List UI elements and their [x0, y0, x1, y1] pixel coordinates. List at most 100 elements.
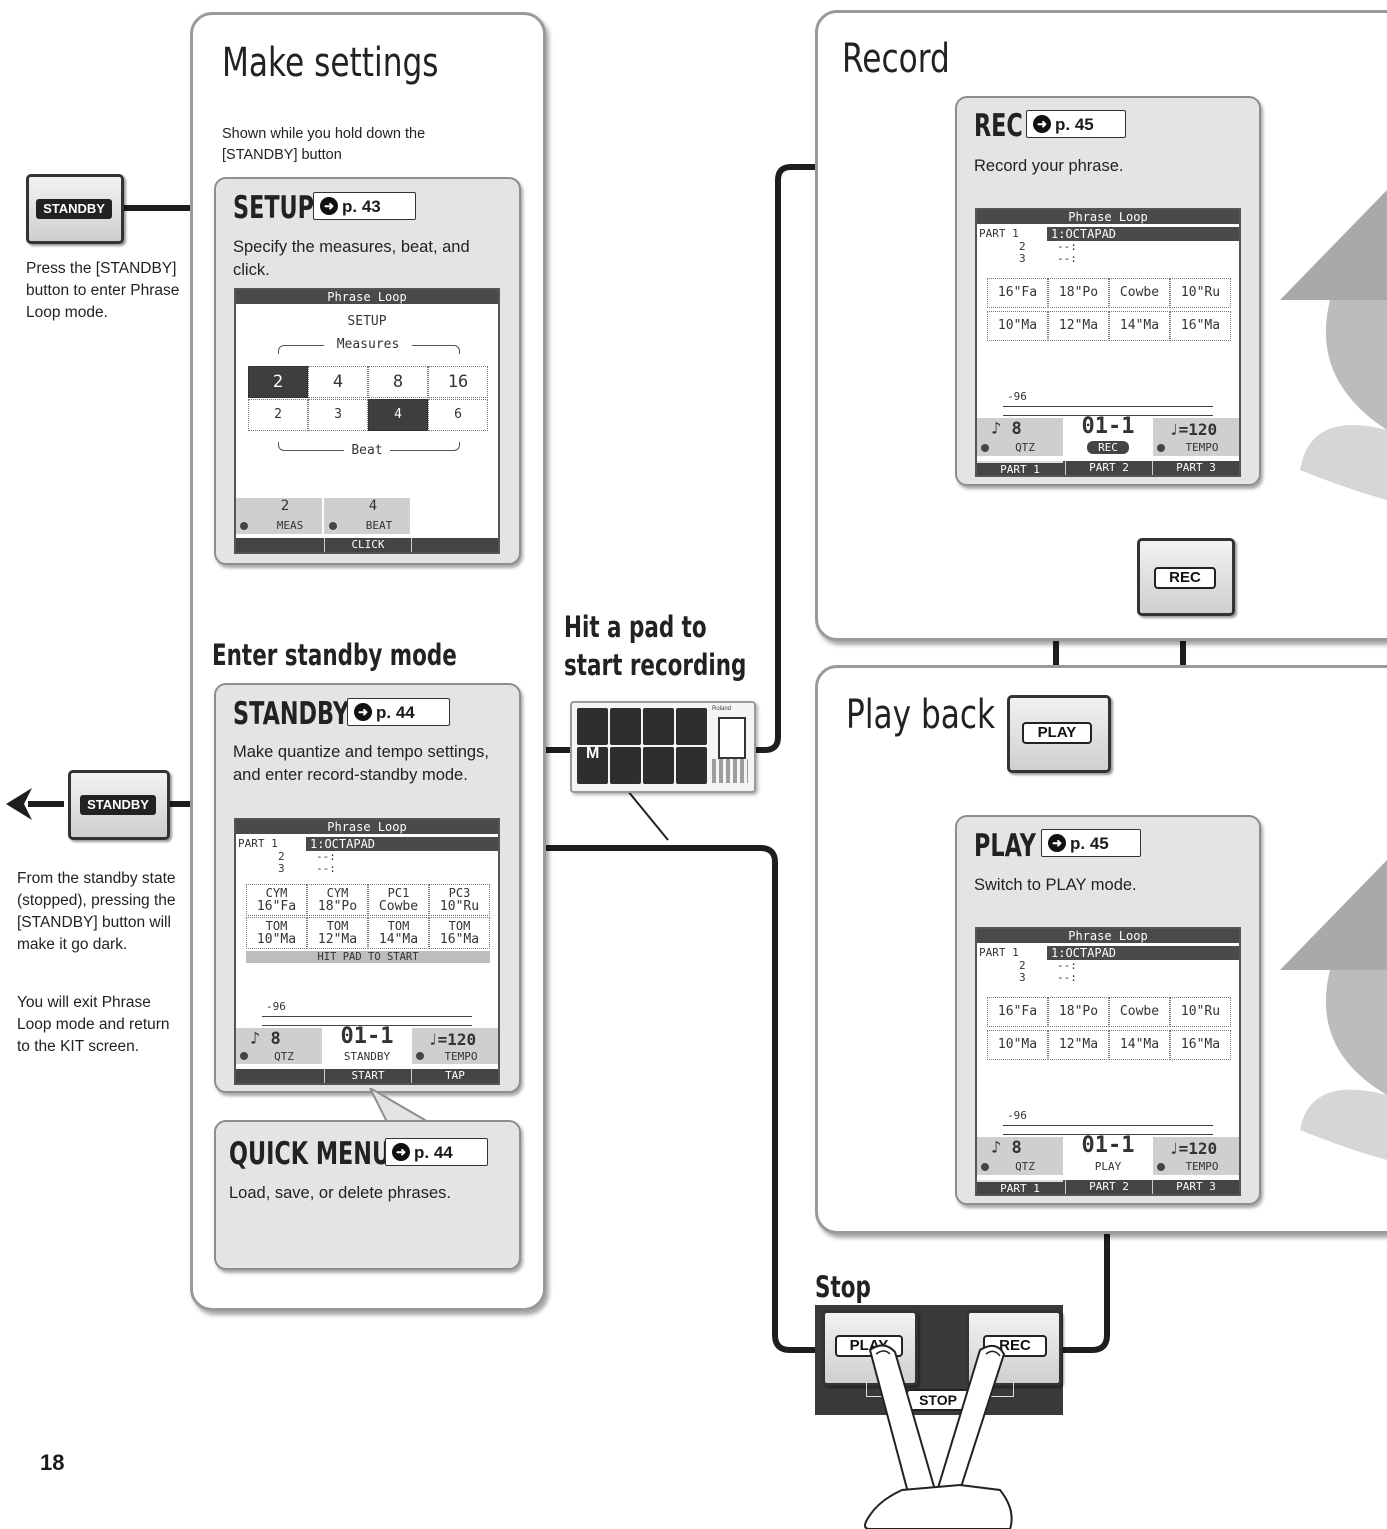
tempo-knob: [412, 1028, 498, 1064]
beat-4[interactable]: 4: [368, 399, 428, 431]
qtz-value: ♪ 8: [991, 419, 1022, 439]
meas-knob: [236, 498, 322, 534]
play-page-ref[interactable]: ➜p. 45: [1041, 829, 1141, 857]
part1-value: 1:OCTAPAD: [306, 837, 498, 851]
pad-1: 16"Fa: [987, 997, 1048, 1027]
qtz-knob: [977, 418, 1063, 456]
knob-dot-icon: [981, 444, 989, 452]
quick-menu-page-ref[interactable]: ➜p. 44: [385, 1138, 488, 1166]
tempo-value: ♩=120: [428, 1030, 477, 1049]
screen-header: Phrase Loop: [236, 820, 498, 834]
part2-label: 2: [1019, 240, 1026, 253]
beat-2[interactable]: 2: [248, 399, 308, 431]
pad-3: Cowbe: [1109, 278, 1170, 308]
volume-value: -96: [266, 1000, 286, 1013]
pad-8: 16"Ma: [1170, 1030, 1231, 1060]
setup-page-ref[interactable]: ➜p. 43: [313, 192, 416, 220]
knob-dot-icon: [981, 1163, 989, 1171]
standby-page-ref[interactable]: ➜p. 44: [347, 698, 450, 726]
part1-value: 1:OCTAPAD: [1047, 946, 1239, 960]
knob-dot-icon: [1157, 1163, 1165, 1171]
measures-8[interactable]: 8: [368, 366, 428, 398]
qtz-value: ♪ 8: [991, 1138, 1022, 1158]
standby-screen: Phrase Loop PART 1 1:OCTAPAD 2 --: 3 --:…: [234, 818, 500, 1085]
callout-tail: [368, 1088, 431, 1128]
device-controls: [712, 759, 748, 783]
rec-button[interactable]: REC: [1137, 538, 1235, 616]
pad-grid: [577, 708, 707, 784]
qtz-knob: [236, 1028, 322, 1064]
timeline: [262, 1016, 472, 1026]
pad-7: 14"Ma: [1109, 1030, 1170, 1060]
part3-value: --:: [316, 862, 336, 875]
screen-footer: [977, 461, 1239, 475]
device-brand: Roland: [712, 706, 732, 712]
pad-4: 10"Ru: [1170, 997, 1231, 1027]
knob-dot-icon: [240, 1052, 248, 1060]
rec-button-label: REC: [1154, 567, 1216, 589]
tempo-label: TEMPO: [1185, 1160, 1219, 1173]
page-number: 18: [40, 1450, 65, 1475]
footer-start: START: [324, 1069, 412, 1083]
pad-6: 12"Ma: [1048, 1030, 1109, 1060]
octapad-device[interactable]: M Roland: [570, 701, 756, 793]
play-button[interactable]: PLAY: [1007, 695, 1111, 773]
hand-icon: [864, 1344, 1013, 1529]
standby-title: STANDBY: [233, 696, 350, 732]
screen-footer: [977, 1180, 1239, 1194]
pad-4: 10"Ru: [1170, 278, 1231, 308]
arrow-right-icon: ➜: [392, 1143, 410, 1162]
pad-7: 14"Ma: [1109, 311, 1170, 341]
arrow-right-icon: ➜: [320, 197, 338, 216]
footer-click: CLICK: [324, 538, 412, 552]
device-screen: [718, 717, 746, 759]
screen-subtitle: SETUP: [347, 314, 387, 329]
qtz-label: QTZ: [1015, 441, 1035, 454]
knob-dot-icon: [416, 1052, 424, 1060]
screen-header: Phrase Loop: [236, 290, 498, 304]
play-desc: Switch to PLAY mode.: [974, 876, 1137, 894]
screen-footer: [236, 1069, 498, 1083]
footer-part3: PART 3: [1176, 461, 1216, 474]
loop-arrow-icon: [1280, 190, 1387, 500]
part3-label: 3: [1019, 971, 1026, 984]
setup-desc: Specify the measures, beat, and click.: [233, 238, 470, 279]
pad-hit-icon: M: [586, 745, 600, 762]
beat-6[interactable]: 6: [428, 399, 488, 431]
part2-label: 2: [1019, 959, 1026, 972]
beat-3[interactable]: 3: [308, 399, 368, 431]
qtz-value: ♪ 8: [250, 1029, 281, 1049]
hit-pad-line1: Hit a pad to: [564, 610, 707, 644]
play-screen: Phrase Loop PART 1 1:OCTAPAD 2 --: 3 --:…: [975, 927, 1241, 1196]
play-title: PLAY: [974, 828, 1036, 864]
part1-label: PART 1: [979, 946, 1019, 959]
standby-exit-desc: From the standby state (stopped), pressi…: [17, 870, 176, 953]
measures-4[interactable]: 4: [308, 366, 368, 398]
pad-2: 18"Po: [1048, 278, 1109, 308]
part1-label: PART 1: [979, 227, 1019, 240]
standby-button-label: STANDBY: [80, 795, 156, 815]
standby-button-exit[interactable]: STANDBY: [68, 770, 170, 840]
measures-16[interactable]: 16: [428, 366, 488, 398]
tempo-label: TEMPO: [1185, 441, 1219, 454]
quick-menu-desc: Load, save, or delete phrases.: [229, 1184, 451, 1202]
standby-enter-desc: Press the [STANDBY] button to enter Phra…: [26, 260, 180, 321]
tempo-value: ♩=120: [1169, 420, 1218, 439]
screen-header: Phrase Loop: [977, 210, 1239, 224]
measures-label: Measures: [324, 337, 412, 352]
qtz-label: QTZ: [274, 1050, 294, 1063]
tempo-value: ♩=120: [1169, 1139, 1218, 1158]
stop-label: STOP: [906, 1389, 970, 1411]
part1-value: 1:OCTAPAD: [1047, 227, 1239, 241]
measures-2[interactable]: 2: [248, 366, 308, 398]
volume-value: -96: [1007, 1109, 1027, 1122]
rec-page-ref[interactable]: ➜p. 45: [1026, 110, 1126, 138]
standby-button-enter[interactable]: STANDBY: [26, 174, 124, 244]
position-value: 01-1: [1081, 1133, 1135, 1158]
knob-dot-icon: [1157, 444, 1165, 452]
